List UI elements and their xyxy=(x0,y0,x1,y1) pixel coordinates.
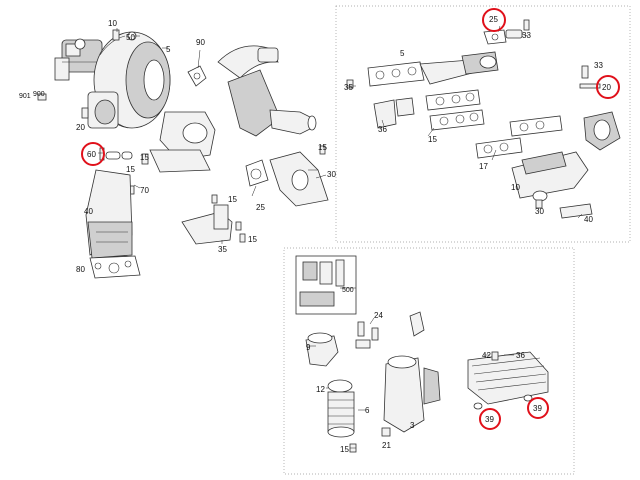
turbo-bracket xyxy=(85,169,133,259)
label-24: 24 xyxy=(374,311,383,320)
label-15: 15 xyxy=(140,153,149,162)
label-30-exhaust: 30 xyxy=(535,207,544,216)
label-60: 60 xyxy=(87,150,96,159)
label-50: 50 xyxy=(126,33,135,42)
label-10-exhaust: 10 xyxy=(511,183,520,192)
oil-labels: 500 24 9 42 36 12 6 15 21 3 39 39 xyxy=(306,287,542,454)
highlight-20 xyxy=(596,75,620,99)
turbo-labels: 10 5 50 90 901 900 20 60 15 70 40 80 15 … xyxy=(19,19,336,274)
label-15b: 15 xyxy=(126,165,135,174)
label-36-exhaust: 36 xyxy=(378,125,387,134)
exhaust-frame xyxy=(335,5,631,243)
oil-frame xyxy=(283,247,575,475)
turbo-outlet xyxy=(149,111,216,173)
turbo-compressor xyxy=(87,31,171,129)
label-80: 80 xyxy=(76,265,85,274)
label-39-left: 39 xyxy=(485,415,494,424)
label-5-exhaust: 5 xyxy=(400,49,405,58)
label-17: 17 xyxy=(479,162,488,171)
label-21: 21 xyxy=(382,441,391,450)
label-15d: 15 xyxy=(248,235,257,244)
oil-group xyxy=(295,255,549,453)
gasket-25-shape xyxy=(483,29,507,45)
highlight-60 xyxy=(81,142,105,166)
label-33-right: 33 xyxy=(594,61,603,70)
label-3: 3 xyxy=(410,421,415,430)
label-33-top: 33 xyxy=(522,31,531,40)
exhaust-labels: 25 33 5 35 36 15 33 20 17 10 30 40 xyxy=(344,15,611,224)
highlight-39-left xyxy=(479,408,501,430)
label-39-right: 39 xyxy=(533,404,542,413)
turbo-gasket-25 xyxy=(245,159,269,187)
label-30: 30 xyxy=(327,170,336,179)
label-35-exhaust: 35 xyxy=(344,83,353,92)
label-40-exhaust: 40 xyxy=(584,215,593,224)
label-5: 5 xyxy=(166,45,171,54)
label-20: 20 xyxy=(76,123,85,132)
label-12: 12 xyxy=(316,385,325,394)
label-15-oil: 15 xyxy=(340,445,349,454)
highlight-25 xyxy=(482,8,506,32)
label-35: 35 xyxy=(218,245,227,254)
oil-cooler xyxy=(467,351,549,405)
label-10: 10 xyxy=(108,19,117,28)
label-900: 900 xyxy=(33,91,45,98)
label-70: 70 xyxy=(140,186,149,195)
turbo-bracket-35 xyxy=(181,194,246,245)
label-15e: 15 xyxy=(318,143,327,152)
turbo-gasket xyxy=(89,255,141,279)
label-500: 500 xyxy=(342,287,354,294)
turbo-flange xyxy=(269,145,329,207)
label-9: 9 xyxy=(306,343,311,352)
label-20-exhaust: 20 xyxy=(602,83,611,92)
label-15c: 15 xyxy=(228,195,237,204)
label-15-exhaust: 15 xyxy=(428,135,437,144)
label-90: 90 xyxy=(196,38,205,47)
label-42: 42 xyxy=(482,351,491,360)
highlight-markers xyxy=(81,8,620,430)
label-36-oil: 36 xyxy=(516,351,525,360)
label-6: 6 xyxy=(365,406,370,415)
exhaust-group xyxy=(346,19,621,219)
turbo-actuator xyxy=(54,38,103,81)
turbocharger-group xyxy=(37,28,329,279)
label-40: 40 xyxy=(84,207,93,216)
label-25-exhaust: 25 xyxy=(489,15,498,24)
label-901: 901 xyxy=(19,93,31,100)
turbo-exhaust-pipe xyxy=(217,45,317,137)
highlight-39-right xyxy=(527,397,549,419)
label-25: 25 xyxy=(256,203,265,212)
